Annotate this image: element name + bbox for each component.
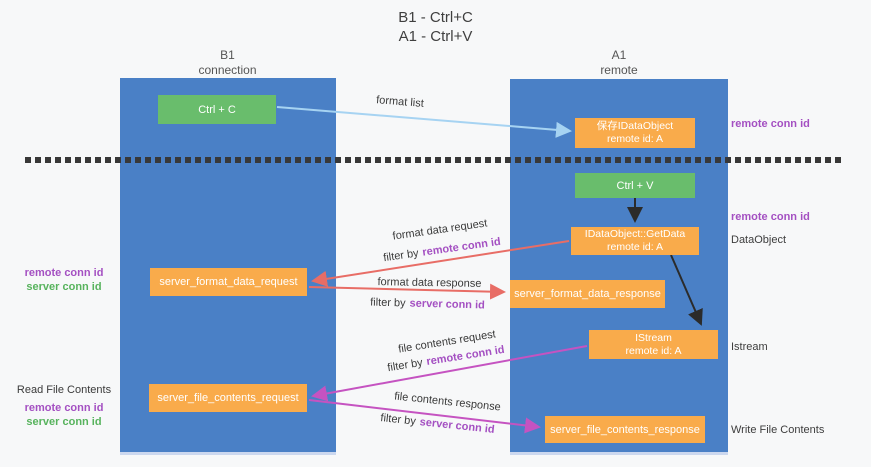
istream-node: IStream remote id: A — [589, 330, 718, 359]
save-idataobject-title: 保存IDataObject — [596, 120, 674, 132]
left-server-conn-id-1: server conn id — [26, 281, 102, 293]
format-data-response-label: format data response — [377, 276, 482, 290]
getdata-remote-id: remote id: A — [606, 241, 664, 253]
left-column-header: B1 connection — [140, 48, 315, 78]
copy-paste-divider — [25, 157, 845, 163]
ctrl-c-node: Ctrl + C — [158, 95, 276, 124]
getdata-node: IDataObject::GetData remote id: A — [571, 227, 699, 255]
left-conn-id-block-2: remote conn id server conn id — [8, 401, 120, 429]
server-format-data-response-node: server_format_data_response — [510, 280, 665, 308]
remote-conn-id-right-mid: remote conn id — [731, 211, 810, 223]
left-conn-id-block-1: remote conn id server conn id — [8, 266, 120, 294]
left-remote-conn-id-2: remote conn id — [24, 402, 104, 414]
dataobject-label: DataObject — [731, 234, 787, 246]
remote-conn-id-text-1: remote conn id — [421, 235, 502, 259]
getdata-title: IDataObject::GetData — [584, 228, 686, 240]
ctrl-v-node: Ctrl + V — [575, 173, 695, 198]
filter-by-text-3: filter by — [386, 356, 424, 375]
write-file-contents-label: Write File Contents — [731, 424, 825, 436]
save-idataobject-node: 保存IDataObject remote id: A — [575, 118, 695, 148]
left-remote-conn-id-1: remote conn id — [24, 267, 104, 279]
server-conn-id-text-2: server conn id — [419, 416, 496, 436]
istream-title: IStream — [635, 331, 672, 344]
left-server-conn-id-2: server conn id — [26, 416, 102, 428]
filter-by-text-4: filter by — [379, 412, 417, 428]
remote-conn-id-right-top: remote conn id — [731, 118, 810, 130]
right-column-header: A1 remote — [530, 48, 708, 78]
right-column-name: A1 — [611, 48, 627, 62]
diagram-title: B1 - Ctrl+C A1 - Ctrl+V — [0, 8, 871, 46]
server-format-data-request-node: server_format_data_request — [150, 268, 307, 296]
filter-by-text-2: filter by — [370, 296, 406, 310]
istream-side-label: Istream — [731, 341, 768, 353]
left-column-role: connection — [198, 63, 257, 77]
read-file-contents-label: Read File Contents — [16, 384, 112, 396]
save-idataobject-remote-id: remote id: A — [606, 133, 664, 145]
server-file-contents-request-node: server_file_contents_request — [149, 384, 307, 412]
file-contents-response-label: file contents response — [393, 390, 502, 414]
server-file-contents-response-node: server_file_contents_response — [545, 416, 705, 443]
server-conn-id-text-1: server conn id — [409, 297, 485, 312]
istream-remote-id: remote id: A — [625, 344, 682, 357]
title-line1: B1 - Ctrl+C — [398, 9, 473, 26]
title-line2: A1 - Ctrl+V — [398, 28, 473, 45]
right-column-role: remote — [600, 63, 638, 77]
filter-by-text-1: filter by — [382, 247, 420, 265]
left-column-name: B1 — [220, 48, 235, 62]
format-list-label: format list — [375, 94, 425, 110]
